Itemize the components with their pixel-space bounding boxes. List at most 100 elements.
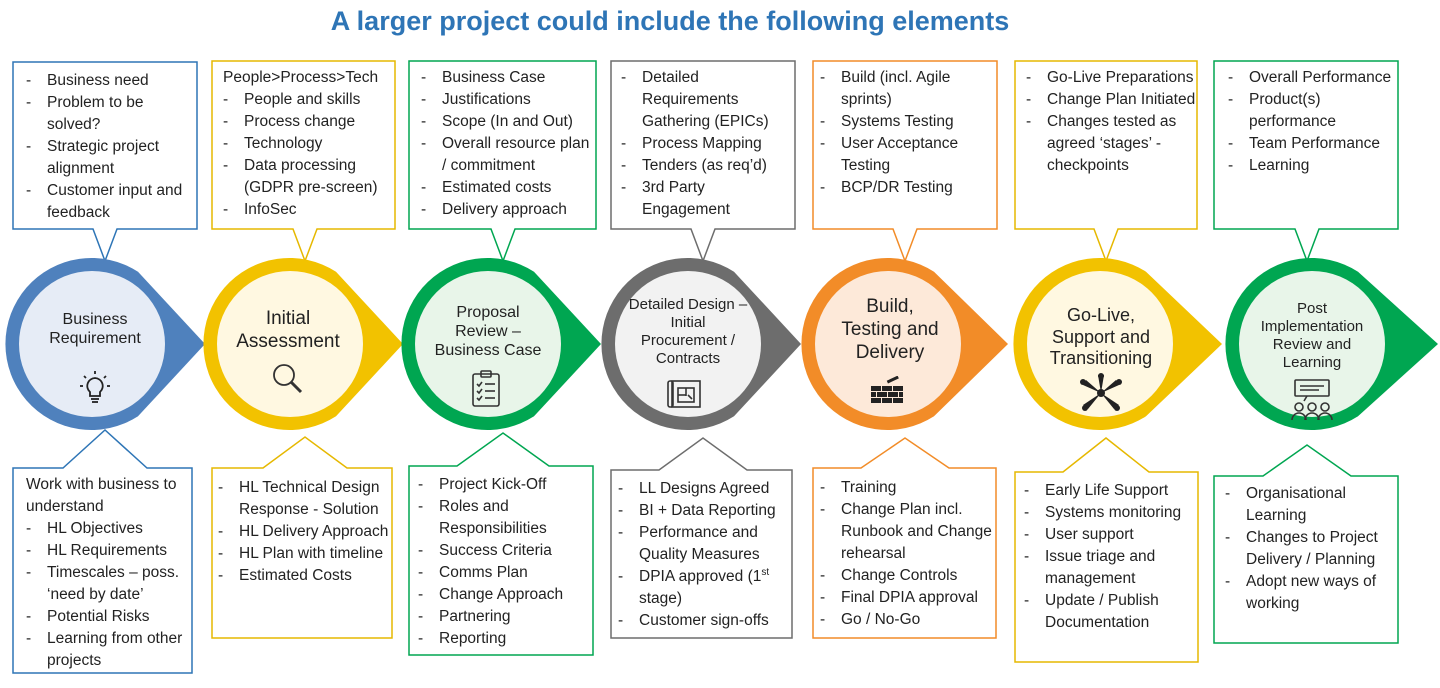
stage-2-top-item: InfoSec bbox=[223, 199, 395, 221]
stage-7-circle bbox=[1239, 271, 1385, 417]
stage-7-bottom-item: Changes to Project Delivery / Planning bbox=[1225, 527, 1397, 571]
stage-7-bottom-item: Organisational Learning bbox=[1225, 483, 1397, 527]
stage-4-bottom-item: Customer sign-offs bbox=[618, 610, 792, 632]
stage-6-circle bbox=[1027, 271, 1173, 417]
stage-3-bottom-item: Change Approach bbox=[418, 584, 592, 606]
stage-2-bottom-item: HL Plan with timeline bbox=[218, 543, 392, 565]
stage-4-bottom-item: BI + Data Reporting bbox=[618, 500, 792, 522]
stage-1-bottom-item: HL Requirements bbox=[26, 540, 190, 562]
stage-6-bottom-item: User support bbox=[1024, 524, 1196, 546]
stage-4-label: Detailed Design – Initial Procurement / … bbox=[628, 296, 748, 367]
stage-1-bottom-item: Timescales – poss. ‘need by date’ bbox=[26, 562, 190, 606]
stage-1-top-box: Business need Problem to be solved? Stra… bbox=[26, 70, 196, 224]
stage-5-top-item: Build (incl. Agile sprints) bbox=[820, 67, 996, 111]
stage-5-top-box: Build (incl. Agile sprints) Systems Test… bbox=[820, 67, 996, 199]
stage-1-bottom-item: Potential Risks bbox=[26, 606, 190, 628]
stage-7-top-box: Overall Performance Product(s) performan… bbox=[1228, 67, 1398, 177]
stage-5-top-item: BCP/DR Testing bbox=[820, 177, 996, 199]
stage-2-top-lead: People>Process>Tech bbox=[223, 69, 379, 86]
lightbulb-icon bbox=[80, 371, 110, 403]
presentation-people-icon bbox=[1291, 379, 1333, 421]
stage-2-top-item: Process change bbox=[223, 111, 395, 133]
stage-3-top-box: Business Case Justifications Scope (In a… bbox=[421, 67, 595, 221]
stage-2-top-box: People>Process>Tech People and skills Pr… bbox=[223, 67, 395, 221]
stage-2-bottom-box: HL Technical Design Response - Solution … bbox=[218, 477, 392, 587]
stage-7-top-item: Overall Performance bbox=[1228, 67, 1398, 89]
stage-2-bottom-item: HL Delivery Approach bbox=[218, 521, 392, 543]
stage-5-top-item: Systems Testing bbox=[820, 111, 996, 133]
stage-5-top-item: User Acceptance Testing bbox=[820, 133, 996, 177]
magnifier-icon bbox=[273, 364, 303, 394]
diagram-title: A larger project could include the follo… bbox=[330, 6, 1010, 36]
stage-6-top-item: Changes tested as agreed ‘stages’ - chec… bbox=[1026, 111, 1196, 177]
stage-6-top-item: Go-Live Preparations bbox=[1026, 67, 1196, 89]
stage-4-top-box: Detailed Requirements Gathering (EPICs) … bbox=[621, 67, 793, 221]
stage-5-bottom-item: Final DPIA approval bbox=[820, 587, 996, 609]
stage-4-bottom-item: DPIA approved (1st stage) bbox=[618, 566, 792, 610]
stage-5-bottom-item: Go / No-Go bbox=[820, 609, 996, 631]
stage-4-bottom-item: Performance and Quality Measures bbox=[618, 522, 792, 566]
stage-1-top-item: Problem to be solved? bbox=[26, 92, 196, 136]
stage-3-top-item: Justifications bbox=[421, 89, 595, 111]
stage-3-bottom-item: Roles and Responsibilities bbox=[418, 496, 592, 540]
stage-4-top-item: 3rd Party Engagement bbox=[621, 177, 793, 221]
stage-1-bottom-lead: Work with business to understand bbox=[26, 476, 177, 515]
stage-4-top-item: Detailed Requirements Gathering (EPICs) bbox=[621, 67, 793, 133]
stage-4-bottom-item: LL Designs Agreed bbox=[618, 478, 792, 500]
stage-2-circle bbox=[217, 271, 363, 417]
stage-7-top-item: Learning bbox=[1228, 155, 1398, 177]
stage-2-bottom-item: Estimated Costs bbox=[218, 565, 392, 587]
stage-6-bottom-item: Early Life Support bbox=[1024, 480, 1196, 502]
stage-6-bottom-box: Early Life Support Systems monitoring Us… bbox=[1024, 480, 1196, 634]
stage-2-label: Initial Assessment bbox=[236, 308, 340, 352]
stage-1-bottom-box: Work with business to understand HL Obje… bbox=[26, 474, 190, 672]
stage-7-bottom-box: Organisational Learning Changes to Proje… bbox=[1225, 483, 1397, 615]
brick-wall-icon bbox=[871, 376, 903, 403]
stage-3-top-item: Delivery approach bbox=[421, 199, 595, 221]
stage-3-bottom-box: Project Kick-Off Roles and Responsibilit… bbox=[418, 474, 592, 650]
stage-7-top-item: Team Performance bbox=[1228, 133, 1398, 155]
stage-3-bottom-item: Partnering bbox=[418, 606, 592, 628]
stage-7-bottom-item: Adopt new ways of working bbox=[1225, 571, 1397, 615]
blueprint-icon bbox=[667, 380, 701, 408]
stage-5-label: Build, Testing and Delivery bbox=[841, 296, 939, 363]
stage-2-top-item: Data processing (GDPR pre-screen) bbox=[223, 155, 395, 199]
stage-4-bottom-box: LL Designs Agreed BI + Data Reporting Pe… bbox=[618, 478, 792, 632]
stage-3-label: Proposal Review – Business Case bbox=[434, 304, 542, 360]
stage-5-bottom-box: Training Change Plan incl. Runbook and C… bbox=[820, 477, 996, 631]
stage-7-top-item: Product(s) performance bbox=[1228, 89, 1398, 133]
stage-1-top-item: Business need bbox=[26, 70, 196, 92]
stage-3-top-item: Business Case bbox=[421, 67, 595, 89]
stage-2-bottom-item: HL Technical Design Response - Solution bbox=[218, 477, 392, 521]
stage-2-top-item: People and skills bbox=[223, 89, 395, 111]
stage-5-bottom-item: Training bbox=[820, 477, 996, 499]
stage-3-bottom-item: Project Kick-Off bbox=[418, 474, 592, 496]
stage-1-top-item: Strategic project alignment bbox=[26, 136, 196, 180]
stage-1-bottom-item: HL Objectives bbox=[26, 518, 190, 540]
stage-6-top-box: Go-Live Preparations Change Plan Initiat… bbox=[1026, 67, 1196, 177]
stage-5-bottom-item: Change Controls bbox=[820, 565, 996, 587]
stage-6-label: Go-Live, Support and Transitioning bbox=[1049, 305, 1153, 369]
stage-3-top-item: Scope (In and Out) bbox=[421, 111, 595, 133]
stage-3-top-item: Estimated costs bbox=[421, 177, 595, 199]
stage-7-label: Post Implementation Review and Learning bbox=[1260, 300, 1364, 371]
stage-3-circle bbox=[415, 271, 561, 417]
stage-3-bottom-item: Comms Plan bbox=[418, 562, 592, 584]
stage-3-bottom-item: Reporting bbox=[418, 628, 592, 650]
stage-4-circle bbox=[615, 271, 761, 417]
stage-6-top-item: Change Plan Initiated bbox=[1026, 89, 1196, 111]
stage-6-bottom-item: Issue triage and management bbox=[1024, 546, 1196, 590]
stage-3-bottom-item: Success Criteria bbox=[418, 540, 592, 562]
stage-2-top-item: Technology bbox=[223, 133, 395, 155]
stage-5-circle bbox=[815, 271, 961, 417]
stage-1-top-item: Customer input and feedback bbox=[26, 180, 196, 224]
team-hands-icon bbox=[1080, 373, 1122, 411]
stage-6-bottom-item: Systems monitoring bbox=[1024, 502, 1196, 524]
stage-1-label: Business Requirement bbox=[49, 311, 141, 348]
stage-3-top-item: Overall resource plan / commitment bbox=[421, 133, 595, 177]
checklist-icon bbox=[472, 370, 500, 407]
stage-5-bottom-item: Change Plan incl. Runbook and Change reh… bbox=[820, 499, 996, 565]
stage-1-circle bbox=[19, 271, 165, 417]
stage-6-bottom-item: Update / Publish Documentation bbox=[1024, 590, 1196, 634]
stage-4-top-item: Process Mapping bbox=[621, 133, 793, 155]
